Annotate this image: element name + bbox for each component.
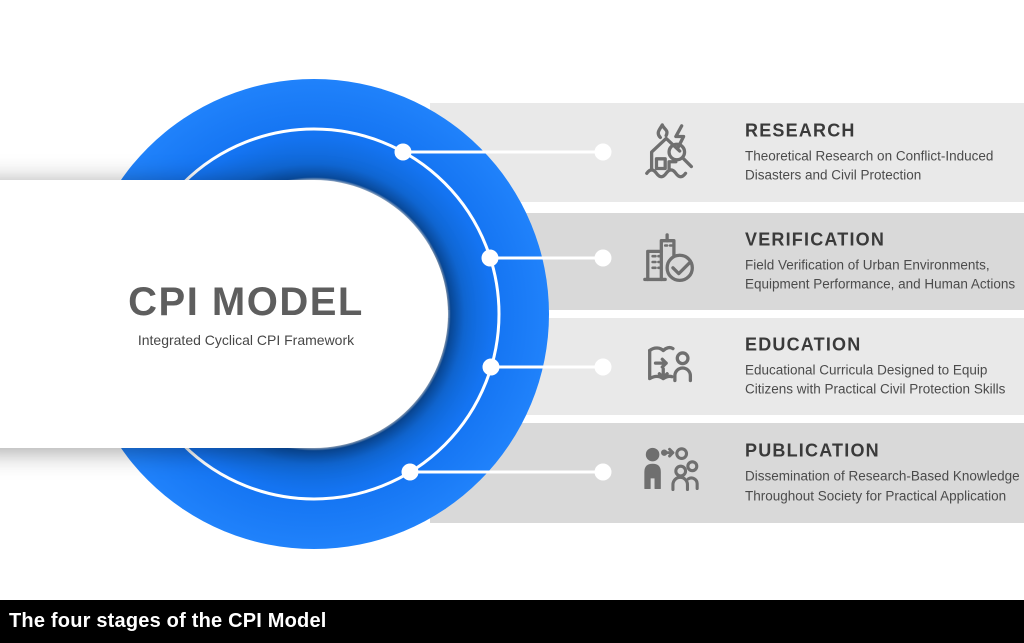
model-title: CPI MODEL [128, 280, 364, 324]
stage-description: Field Verification of Urban Environments… [745, 256, 1016, 292]
stage-band-research: RESEARCH Theoretical Research on Conflic… [430, 103, 1024, 202]
caption-bar: The four stages of the CPI Model [0, 600, 1024, 643]
stage-band-publication: PUBLICATION Dissemination of Research-Ba… [430, 423, 1024, 523]
stage-text-education: EDUCATION Educational Curricula Designed… [745, 334, 1024, 399]
stage-name: RESEARCH [745, 119, 856, 140]
open-book-person-icon [640, 335, 704, 399]
model-subtitle: Integrated Cyclical CPI Framework [137, 332, 355, 348]
stage-name: VERIFICATION [745, 228, 886, 249]
stage-text-publication: PUBLICATION Dissemination of Research-Ba… [745, 440, 1024, 505]
stage-description: Educational Curricula Designed to Equip … [745, 361, 1006, 397]
stage-description: Dissemination of Research-Based Knowledg… [745, 468, 1020, 503]
stage-text-research: RESEARCH Theoretical Research on Conflic… [745, 120, 1024, 185]
caption-text: The four stages of the CPI Model [9, 610, 327, 632]
stage-name: PUBLICATION [745, 440, 880, 461]
disaster-house-fire-icon [640, 121, 704, 185]
people-broadcast-icon [640, 441, 704, 505]
center-capsule: CPI MODEL Integrated Cyclical CPI Framew… [0, 180, 448, 448]
stage-name: EDUCATION [745, 333, 862, 354]
stage-description: Theoretical Research on Conflict-Induced… [745, 147, 994, 183]
building-check-icon [640, 230, 704, 294]
stage-text-verification: VERIFICATION Field Verification of Urban… [745, 229, 1024, 294]
